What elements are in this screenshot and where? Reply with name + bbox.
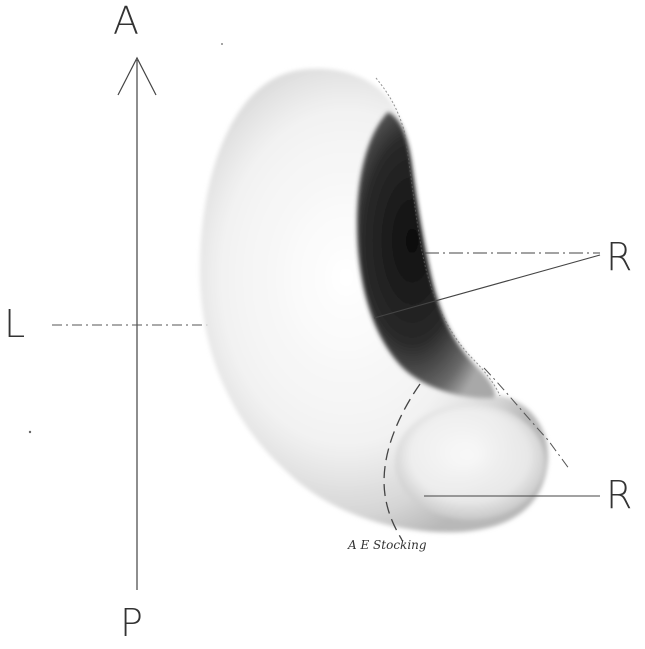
label-right-upper: R [606,238,632,276]
artist-signature: A E Stocking [348,538,427,552]
ap-axis [118,58,156,590]
label-right-lower: R [606,476,632,514]
label-posterior: P [120,604,143,642]
label-left: L [4,305,25,343]
stray-dot [29,431,31,433]
stray-dot [221,43,223,45]
label-anterior: A [113,2,139,40]
